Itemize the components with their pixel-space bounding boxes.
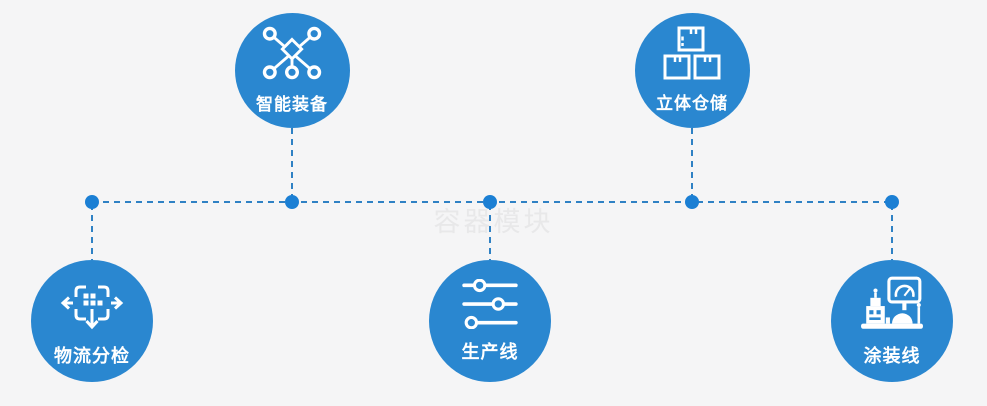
node-label: 物流分检	[54, 345, 130, 366]
node-smart-equipment: 智能装备	[234, 12, 350, 128]
junction-dot	[85, 195, 99, 209]
junction-dot	[483, 195, 497, 209]
node-production-line: 生产线	[429, 260, 551, 382]
node-stereo-warehouse: 立体仓储	[634, 12, 750, 128]
network-icon	[262, 26, 322, 80]
node-label: 立体仓储	[656, 94, 728, 113]
watermark-text: 容器模块	[433, 207, 554, 237]
node-coating-line: 涂装线	[831, 260, 953, 382]
stacked-boxes-icon	[663, 26, 721, 80]
node-logistics-sorting: 物流分检	[31, 260, 153, 382]
connector-stereo-warehouse	[691, 128, 693, 200]
node-label: 涂装线	[863, 345, 921, 366]
sort-dispatch-icon	[60, 285, 124, 329]
sliders-icon	[462, 278, 518, 329]
junction-dot	[885, 195, 899, 209]
node-label: 智能装备	[256, 95, 328, 114]
connector-production-line	[489, 204, 491, 260]
node-label: 生产线	[461, 341, 519, 362]
junction-dot	[285, 195, 299, 209]
connector-smart-equipment	[291, 128, 293, 200]
connector-coating-line	[891, 204, 893, 260]
connector-logistics-sorting	[91, 204, 93, 260]
junction-dot	[685, 195, 699, 209]
workstation-icon	[861, 276, 923, 329]
